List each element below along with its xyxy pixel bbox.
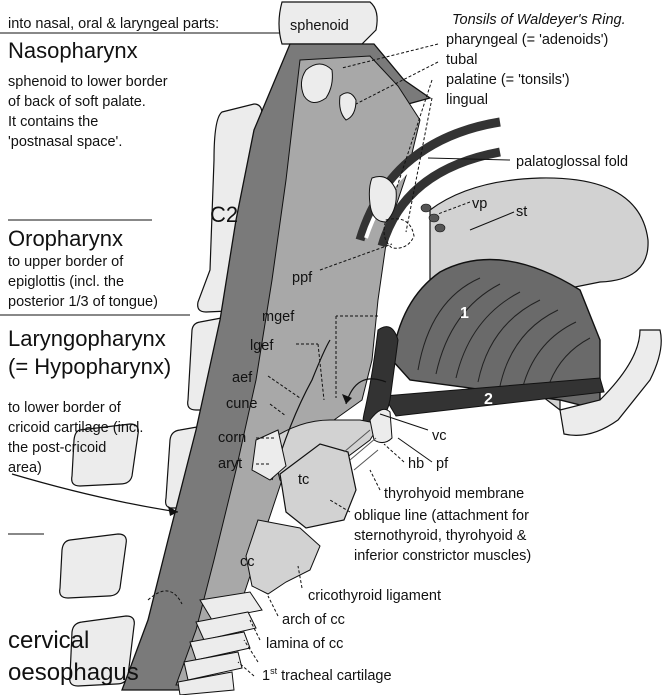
oropharynx-line2: epiglottis (incl. the	[8, 274, 124, 290]
cricothyroid-label: cricothyroid ligament	[308, 588, 441, 604]
tc-label: tc	[298, 472, 309, 488]
corn-label: corn	[218, 430, 246, 446]
cricoid-cartilage	[246, 520, 320, 594]
hb-label: hb	[408, 456, 424, 472]
nasopharynx-line2: of back of soft palate.	[8, 94, 146, 110]
arch-label: arch of cc	[282, 612, 345, 628]
vp-label: vp	[472, 196, 487, 212]
lgef-label: lgef	[250, 338, 274, 354]
nasopharynx-line3: It contains the	[8, 114, 98, 130]
laryngopharynx-line4: area)	[8, 460, 42, 476]
vc-label: vc	[432, 428, 447, 444]
c2-label: C2	[210, 202, 238, 227]
sphenoid-label: sphenoid	[290, 18, 349, 34]
region-2-label: 2	[484, 391, 493, 408]
tracheal-label: 1st tracheal cartilage	[262, 666, 392, 684]
tonsil-palatine: palatine (= 'tonsils')	[446, 72, 570, 88]
thyrohyoid-label: thyrohyoid membrane	[384, 486, 524, 502]
oblique-line3: inferior constrictor muscles)	[354, 548, 531, 564]
vertebra-c6	[60, 534, 127, 598]
tracheal-rest: tracheal cartilage	[277, 668, 391, 684]
ppf-label: ppf	[292, 270, 313, 286]
tonsil-tubal: tubal	[446, 52, 477, 68]
laryngopharynx-line2: cricoid cartilage (incl.	[8, 420, 143, 436]
oropharynx-line1: to upper border of	[8, 254, 124, 270]
laryngopharynx-title2: (= Hypopharynx)	[8, 354, 171, 379]
palatoglossal-label: palatoglossal fold	[516, 154, 628, 170]
tonsils-heading: Tonsils of Waldeyer's Ring.	[452, 12, 626, 28]
laryngopharynx-line3: the post-cricoid	[8, 440, 106, 456]
intro-line: into nasal, oral & laryngeal parts:	[8, 16, 219, 32]
region-1-label: 1	[460, 305, 469, 322]
nasopharynx-line1: sphenoid to lower border	[8, 74, 168, 90]
cune-label: cune	[226, 396, 257, 412]
laryngopharynx-title1: Laryngopharynx	[8, 326, 166, 351]
cc-label: cc	[240, 554, 255, 570]
oropharynx-line3: posterior 1/3 of tongue)	[8, 294, 158, 310]
aryt-label: aryt	[218, 456, 242, 472]
oesophagus-line1: cervical	[8, 627, 89, 654]
oblique-line1: oblique line (attachment for	[354, 508, 529, 524]
oesophagus-line2: oesophagus	[8, 659, 139, 686]
tracheal-num: 1	[262, 668, 270, 684]
st-label: st	[516, 204, 527, 220]
pf-label: pf	[436, 456, 449, 472]
aef-label: aef	[232, 370, 253, 386]
lamina-label: lamina of cc	[266, 636, 343, 652]
laryngopharynx-line1: to lower border of	[8, 400, 122, 416]
oropharynx-title: Oropharynx	[8, 226, 123, 251]
tonsil-lingual: lingual	[446, 92, 488, 108]
mgef-label: mgef	[262, 309, 295, 325]
tonsil-pharyngeal: pharyngeal (= 'adenoids')	[446, 32, 608, 48]
nasopharynx-title: Nasopharynx	[8, 38, 138, 63]
nasopharynx-line4: 'postnasal space'.	[8, 134, 122, 150]
oblique-line2: sternothyroid, thyrohyoid &	[354, 528, 527, 544]
